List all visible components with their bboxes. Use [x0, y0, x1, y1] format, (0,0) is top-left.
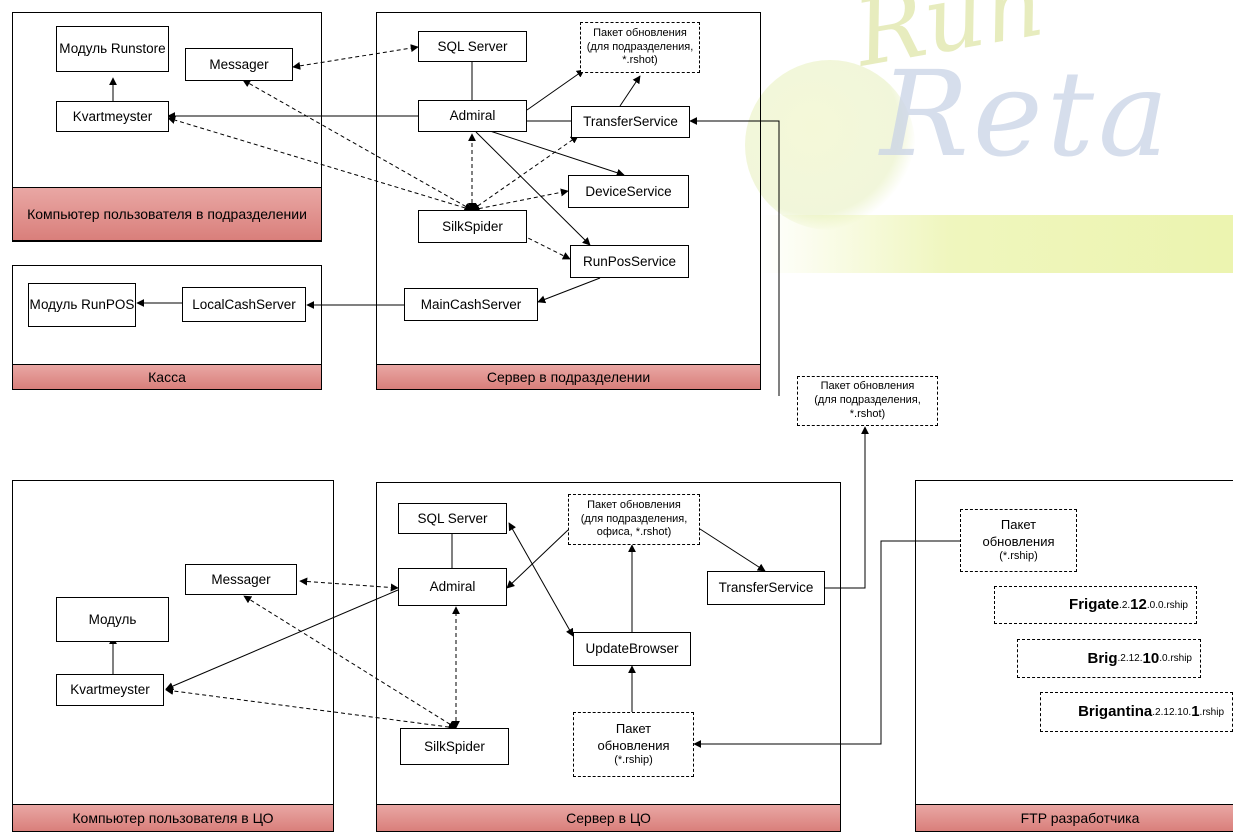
edge-messager-sql: [292, 44, 419, 70]
frigate-post: .0.0.rship: [1146, 599, 1188, 611]
panel-title-dev-ftp: FTP разработчика: [915, 804, 1233, 832]
brigantina-num: 1: [1191, 703, 1200, 721]
panel-user-pc-branch: [12, 12, 322, 242]
rship-line-2: обновления: [597, 737, 670, 753]
node-sql-server: SQL Server: [418, 31, 527, 62]
frigate-num: 12: [1130, 596, 1147, 614]
node-frigate-file: Frigate.2.12.0.0.rship: [994, 586, 1197, 624]
package-line-1: Пакет обновления: [593, 26, 687, 39]
frigate-pre: .2.: [1119, 599, 1131, 611]
watermark-bar: [760, 215, 1233, 273]
package-line-1: Пакет обновления: [820, 380, 915, 393]
node-ftp-rship-package: Пакет обновления (*.rship): [960, 509, 1077, 572]
node-device-service: DeviceService: [568, 175, 689, 208]
node-kvartmeyster: Kvartmeyster: [56, 101, 169, 132]
node-ho-kvartmeyster: Kvartmeyster: [56, 674, 164, 706]
panel-user-pc-ho: [12, 480, 334, 806]
node-branch-update-package: Пакет обновления (для подразделения, *.r…: [580, 22, 700, 73]
package-line-3: *.rshot): [622, 54, 658, 67]
node-ho-admiral: Admiral: [398, 568, 507, 606]
ftp-pkg-line-2: обновления: [982, 533, 1055, 549]
brig-num: 10: [1142, 649, 1160, 667]
node-middle-update-package: Пакет обновления (для подразделения, *.r…: [797, 376, 938, 426]
edge-ho-package-transfer: [699, 528, 766, 572]
rship-line-3: (*.rship): [614, 753, 653, 766]
watermark-globe: [745, 60, 915, 230]
brig-name: Brig: [1087, 649, 1118, 667]
node-runpos-module: Модуль RunPOS: [28, 283, 136, 327]
node-ho-transfer-service: TransferService: [707, 571, 825, 605]
node-messager: Messager: [185, 48, 293, 81]
node-silkspider: SilkSpider: [418, 210, 527, 243]
edge-silk-device: [471, 188, 569, 213]
node-localcashserver: LocalCashServer: [182, 287, 306, 322]
node-ho-sql-server: SQL Server: [398, 503, 507, 534]
node-ho-messager: Messager: [185, 564, 297, 595]
panel-title-user-pc-ho: Компьютер пользователя в ЦО: [12, 804, 334, 832]
panel-title-user-pc-branch: Компьютер пользователя в подразделении: [12, 187, 322, 241]
node-ho-update-package: Пакет обновления (для подразделения, офи…: [568, 494, 700, 545]
edge-ftp-ho-rship: [693, 540, 960, 748]
brig-pre: .2.12.: [1117, 653, 1143, 664]
package-line-2: (для подразделения,: [814, 394, 921, 407]
panel-title-ho-server: Сервер в ЦО: [376, 804, 841, 832]
brigantina-name: Brigantina: [1078, 703, 1153, 721]
node-ho-module: Модуль: [56, 597, 169, 642]
edge-middle-package-transfer: [689, 117, 780, 396]
node-transfer-service: TransferService: [571, 106, 690, 138]
edge-runpos-maincash: [537, 277, 601, 304]
panel-title-cash-desk: Касса: [12, 364, 322, 390]
package-line-2: (для подразделения,: [586, 40, 694, 53]
frigate-name: Frigate: [1069, 596, 1120, 614]
ftp-pkg-line-3: (*.rship): [999, 549, 1038, 562]
edge-ho-messager-admiral: [299, 577, 399, 592]
node-runpos-service: RunPosService: [570, 245, 689, 278]
package-line-3: *.rshot): [849, 407, 886, 420]
package-line-2: (для подразделения,: [580, 512, 688, 525]
brigantina-post: .rship: [1199, 706, 1224, 718]
brigantina-pre: .2.12.10.: [1152, 706, 1192, 718]
edge-silk-runpos: [471, 209, 571, 260]
ftp-pkg-line-1: Пакет: [1000, 517, 1037, 533]
panel-title-branch-server: Сервер в подразделении: [376, 364, 761, 390]
node-runstore-module: Модуль Runstore: [56, 26, 169, 72]
node-ho-rship-package: Пакет обновления (*.rship): [573, 712, 694, 777]
edge-hotransfer-middle-package: [825, 426, 869, 589]
edge-admiral-package: [526, 69, 585, 111]
node-admiral: Admiral: [418, 100, 527, 132]
node-brig-file: Brig.2.12.10.0.rship: [1017, 639, 1201, 678]
brig-post: .0.rship: [1159, 653, 1192, 664]
node-maincashserver: MainCashServer: [404, 288, 538, 321]
package-line-3: офиса, *.rshot): [596, 526, 672, 539]
rship-line-1: Пакет: [615, 721, 652, 737]
package-line-1: Пакет обновления: [587, 498, 681, 511]
node-ho-silkspider: SilkSpider: [400, 728, 509, 765]
watermark-reta: Reta: [880, 45, 1173, 183]
edge-silk-kvart: [167, 116, 473, 212]
node-brigantina-file: Brigantina.2.12.10.1.rship: [1040, 692, 1233, 732]
edge-ho-update-sql: [508, 522, 574, 637]
node-ho-update-browser: UpdateBrowser: [573, 632, 691, 666]
edge-transfer-package: [619, 75, 641, 107]
